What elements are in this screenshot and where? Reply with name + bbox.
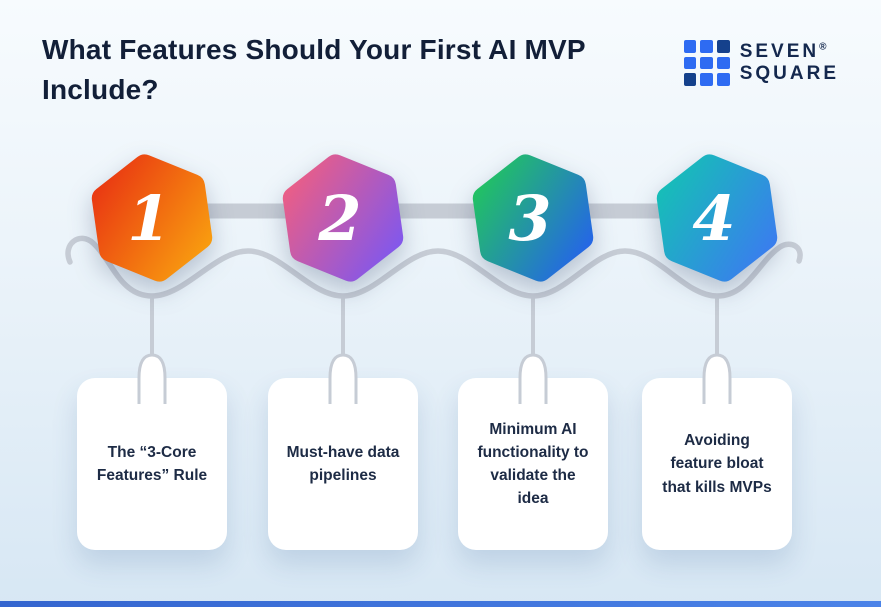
logo-square bbox=[683, 56, 697, 70]
logo-square bbox=[717, 56, 730, 70]
logo-word-square: SQUARE bbox=[739, 63, 839, 84]
step-card-label: Avoiding feature bloat that kills MVPs bbox=[662, 432, 772, 496]
logo-square bbox=[700, 40, 714, 53]
step-card-label: Must-have data pipelines bbox=[286, 443, 400, 484]
logo-square bbox=[717, 73, 730, 86]
step-hexagon-2: 2 bbox=[277, 152, 409, 284]
logo-square bbox=[700, 73, 714, 86]
step-number: 1 bbox=[127, 182, 170, 255]
step-hexagon-1: 1 bbox=[86, 152, 218, 284]
step-card-label: Minimum AI functionality to validate the… bbox=[477, 420, 589, 508]
page-title: What Features Should Your First AI MVP I… bbox=[42, 34, 586, 105]
logo-wordmark: SEVEN® SQUARE bbox=[740, 41, 839, 86]
step-number: 4 bbox=[692, 182, 735, 255]
logo-square bbox=[683, 73, 697, 86]
logo-square bbox=[700, 56, 714, 70]
step-number: 2 bbox=[317, 182, 361, 255]
logo-square bbox=[683, 40, 697, 53]
step-hexagon-4: 4 bbox=[651, 152, 783, 284]
step-card-label: The “3-Core Features” Rule bbox=[96, 443, 208, 484]
bottom-accent-bar bbox=[0, 601, 881, 607]
registered-mark: ® bbox=[819, 41, 827, 53]
step-hexagon-3: 3 bbox=[467, 152, 599, 284]
logo-grid-icon bbox=[683, 40, 730, 86]
step-card-3: Minimum AI functionality to validate the… bbox=[458, 378, 608, 550]
step-card-2: Must-have data pipelines bbox=[268, 378, 418, 550]
step-card-4: Avoiding feature bloat that kills MVPs bbox=[642, 378, 792, 550]
brand-logo: SEVEN® SQUARE bbox=[683, 40, 839, 86]
logo-word-seven: SEVEN bbox=[739, 40, 820, 62]
step-number: 3 bbox=[508, 182, 551, 255]
logo-square bbox=[717, 40, 730, 53]
step-card-1: The “3-Core Features” Rule bbox=[77, 378, 227, 550]
